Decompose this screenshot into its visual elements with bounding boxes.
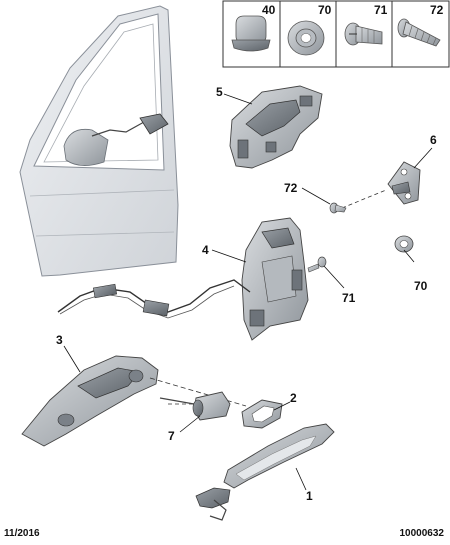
part-5-inner-handle: [229, 85, 323, 169]
part-4-lock: [241, 217, 309, 341]
part-2-gasket: [241, 399, 283, 429]
legend-number-72: 72: [430, 3, 444, 17]
callout-labels: 5 6 72 4 70 71 3 2 7 1: [56, 85, 437, 503]
legend-number-40: 40: [262, 3, 276, 17]
callout-3: 3: [56, 333, 63, 347]
legend-item-40: 40: [231, 3, 276, 52]
callout-70: 70: [414, 279, 428, 293]
part-72-screw: [329, 202, 347, 214]
callout-leaders: [63, 93, 433, 491]
part-71-screw: [307, 256, 327, 273]
footer-date: 11/2016: [4, 528, 40, 539]
screw-icon: [344, 22, 383, 46]
plug-icon: [231, 15, 271, 52]
callout-6: 6: [430, 133, 437, 147]
part-7-lock-cylinder: [159, 391, 231, 421]
part-6-striker: [341, 161, 421, 209]
legend-item-70: 70: [287, 3, 332, 56]
callout-7: 7: [168, 429, 175, 443]
part-3-handle-support: [21, 355, 159, 447]
callout-71: 71: [342, 291, 356, 305]
part-1-outer-handle: [195, 423, 335, 521]
self-tapping-screw-icon: [397, 18, 441, 47]
grommet-icon: [287, 20, 325, 56]
control-cable: [57, 279, 251, 319]
callout-72: 72: [284, 181, 298, 195]
legend-item-71: 71: [344, 3, 388, 46]
legend-item-72: 72: [397, 3, 444, 47]
legend-number-70: 70: [318, 3, 332, 17]
callout-2: 2: [290, 391, 297, 405]
legend-number-71: 71: [374, 3, 388, 17]
callout-1: 1: [306, 489, 313, 503]
legend-box: 40 70 71: [222, 0, 450, 68]
part-70-grommet: [394, 235, 414, 253]
door-panel: [19, 5, 179, 277]
callout-5: 5: [216, 85, 223, 99]
footer-reference: 10000632: [399, 528, 445, 539]
callout-4: 4: [202, 243, 209, 257]
